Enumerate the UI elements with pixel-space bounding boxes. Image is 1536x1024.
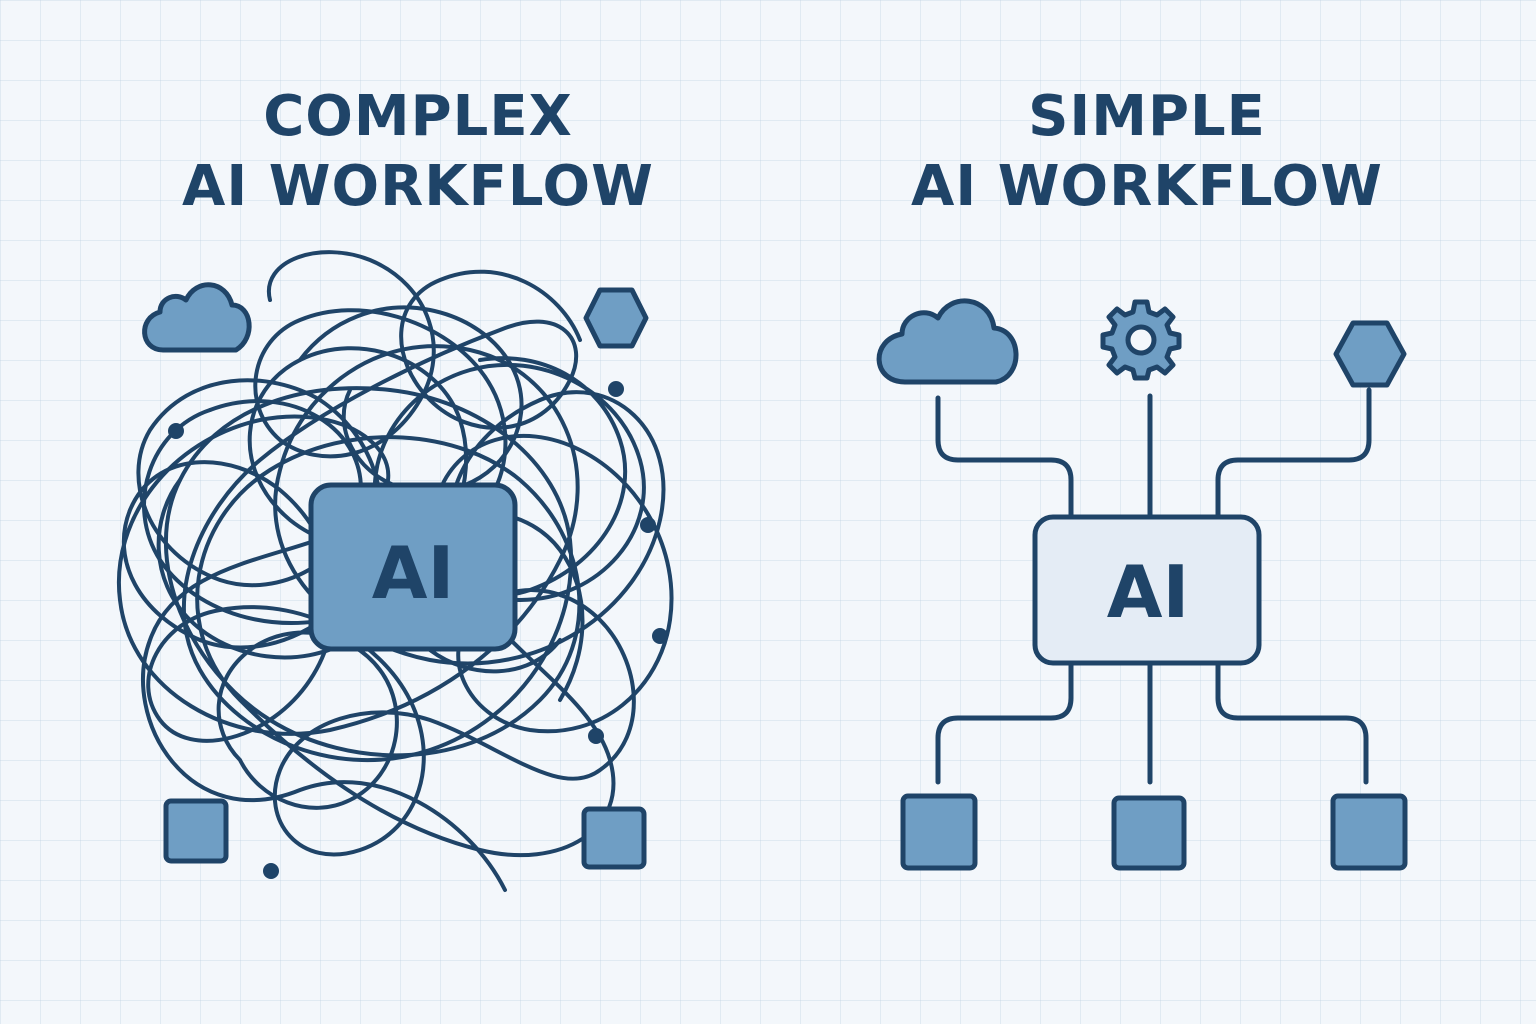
dot bbox=[608, 381, 624, 397]
tangle-line bbox=[253, 250, 508, 522]
simple-title-line2: AI WORKFLOW bbox=[911, 154, 1383, 219]
simple-ai-chip: AI bbox=[1032, 514, 1262, 666]
tangle-line bbox=[298, 305, 524, 494]
cloud-icon bbox=[876, 298, 1019, 385]
simple-title-line1: SIMPLE bbox=[1028, 84, 1266, 149]
connector-line bbox=[935, 660, 1074, 785]
complex-scatter-dots bbox=[168, 381, 668, 879]
connector-line bbox=[935, 395, 1074, 520]
tangle-line bbox=[181, 269, 582, 763]
ai-chip-box bbox=[308, 482, 518, 652]
tangle-line bbox=[164, 386, 616, 858]
connector-line bbox=[1215, 387, 1372, 520]
dot bbox=[263, 863, 279, 879]
simple-connectors bbox=[935, 387, 1372, 785]
square-icon bbox=[1330, 793, 1408, 871]
tangle-line bbox=[116, 344, 666, 892]
ai-chip-label: AI bbox=[372, 531, 455, 615]
complex-ai-chip: AI bbox=[308, 482, 518, 652]
square-icon bbox=[581, 806, 647, 870]
cloud-icon bbox=[142, 282, 252, 353]
complex-title-line1: COMPLEX bbox=[263, 84, 573, 149]
complex-title-line2: AI WORKFLOW bbox=[182, 154, 654, 219]
ai-chip-box bbox=[1032, 514, 1262, 666]
dot bbox=[640, 517, 656, 533]
dot bbox=[168, 423, 184, 439]
square-icon bbox=[900, 793, 978, 871]
square-icon bbox=[163, 798, 229, 864]
connector-line bbox=[1215, 660, 1369, 785]
ai-chip-label: AI bbox=[1107, 550, 1190, 634]
complex-workflow-title: COMPLEX AI WORKFLOW bbox=[68, 82, 768, 222]
gear-icon bbox=[1100, 299, 1182, 381]
hexagon-icon bbox=[1333, 320, 1407, 388]
dot bbox=[652, 628, 668, 644]
square-icon bbox=[1111, 795, 1187, 871]
gear-hole bbox=[1125, 324, 1157, 356]
tangle-line bbox=[121, 460, 412, 743]
tangle-line bbox=[272, 588, 636, 857]
simple-workflow-title: SIMPLE AI WORKFLOW bbox=[797, 82, 1497, 222]
tangle-line bbox=[216, 630, 399, 810]
hexagon-icon bbox=[583, 287, 649, 349]
dot bbox=[588, 728, 604, 744]
